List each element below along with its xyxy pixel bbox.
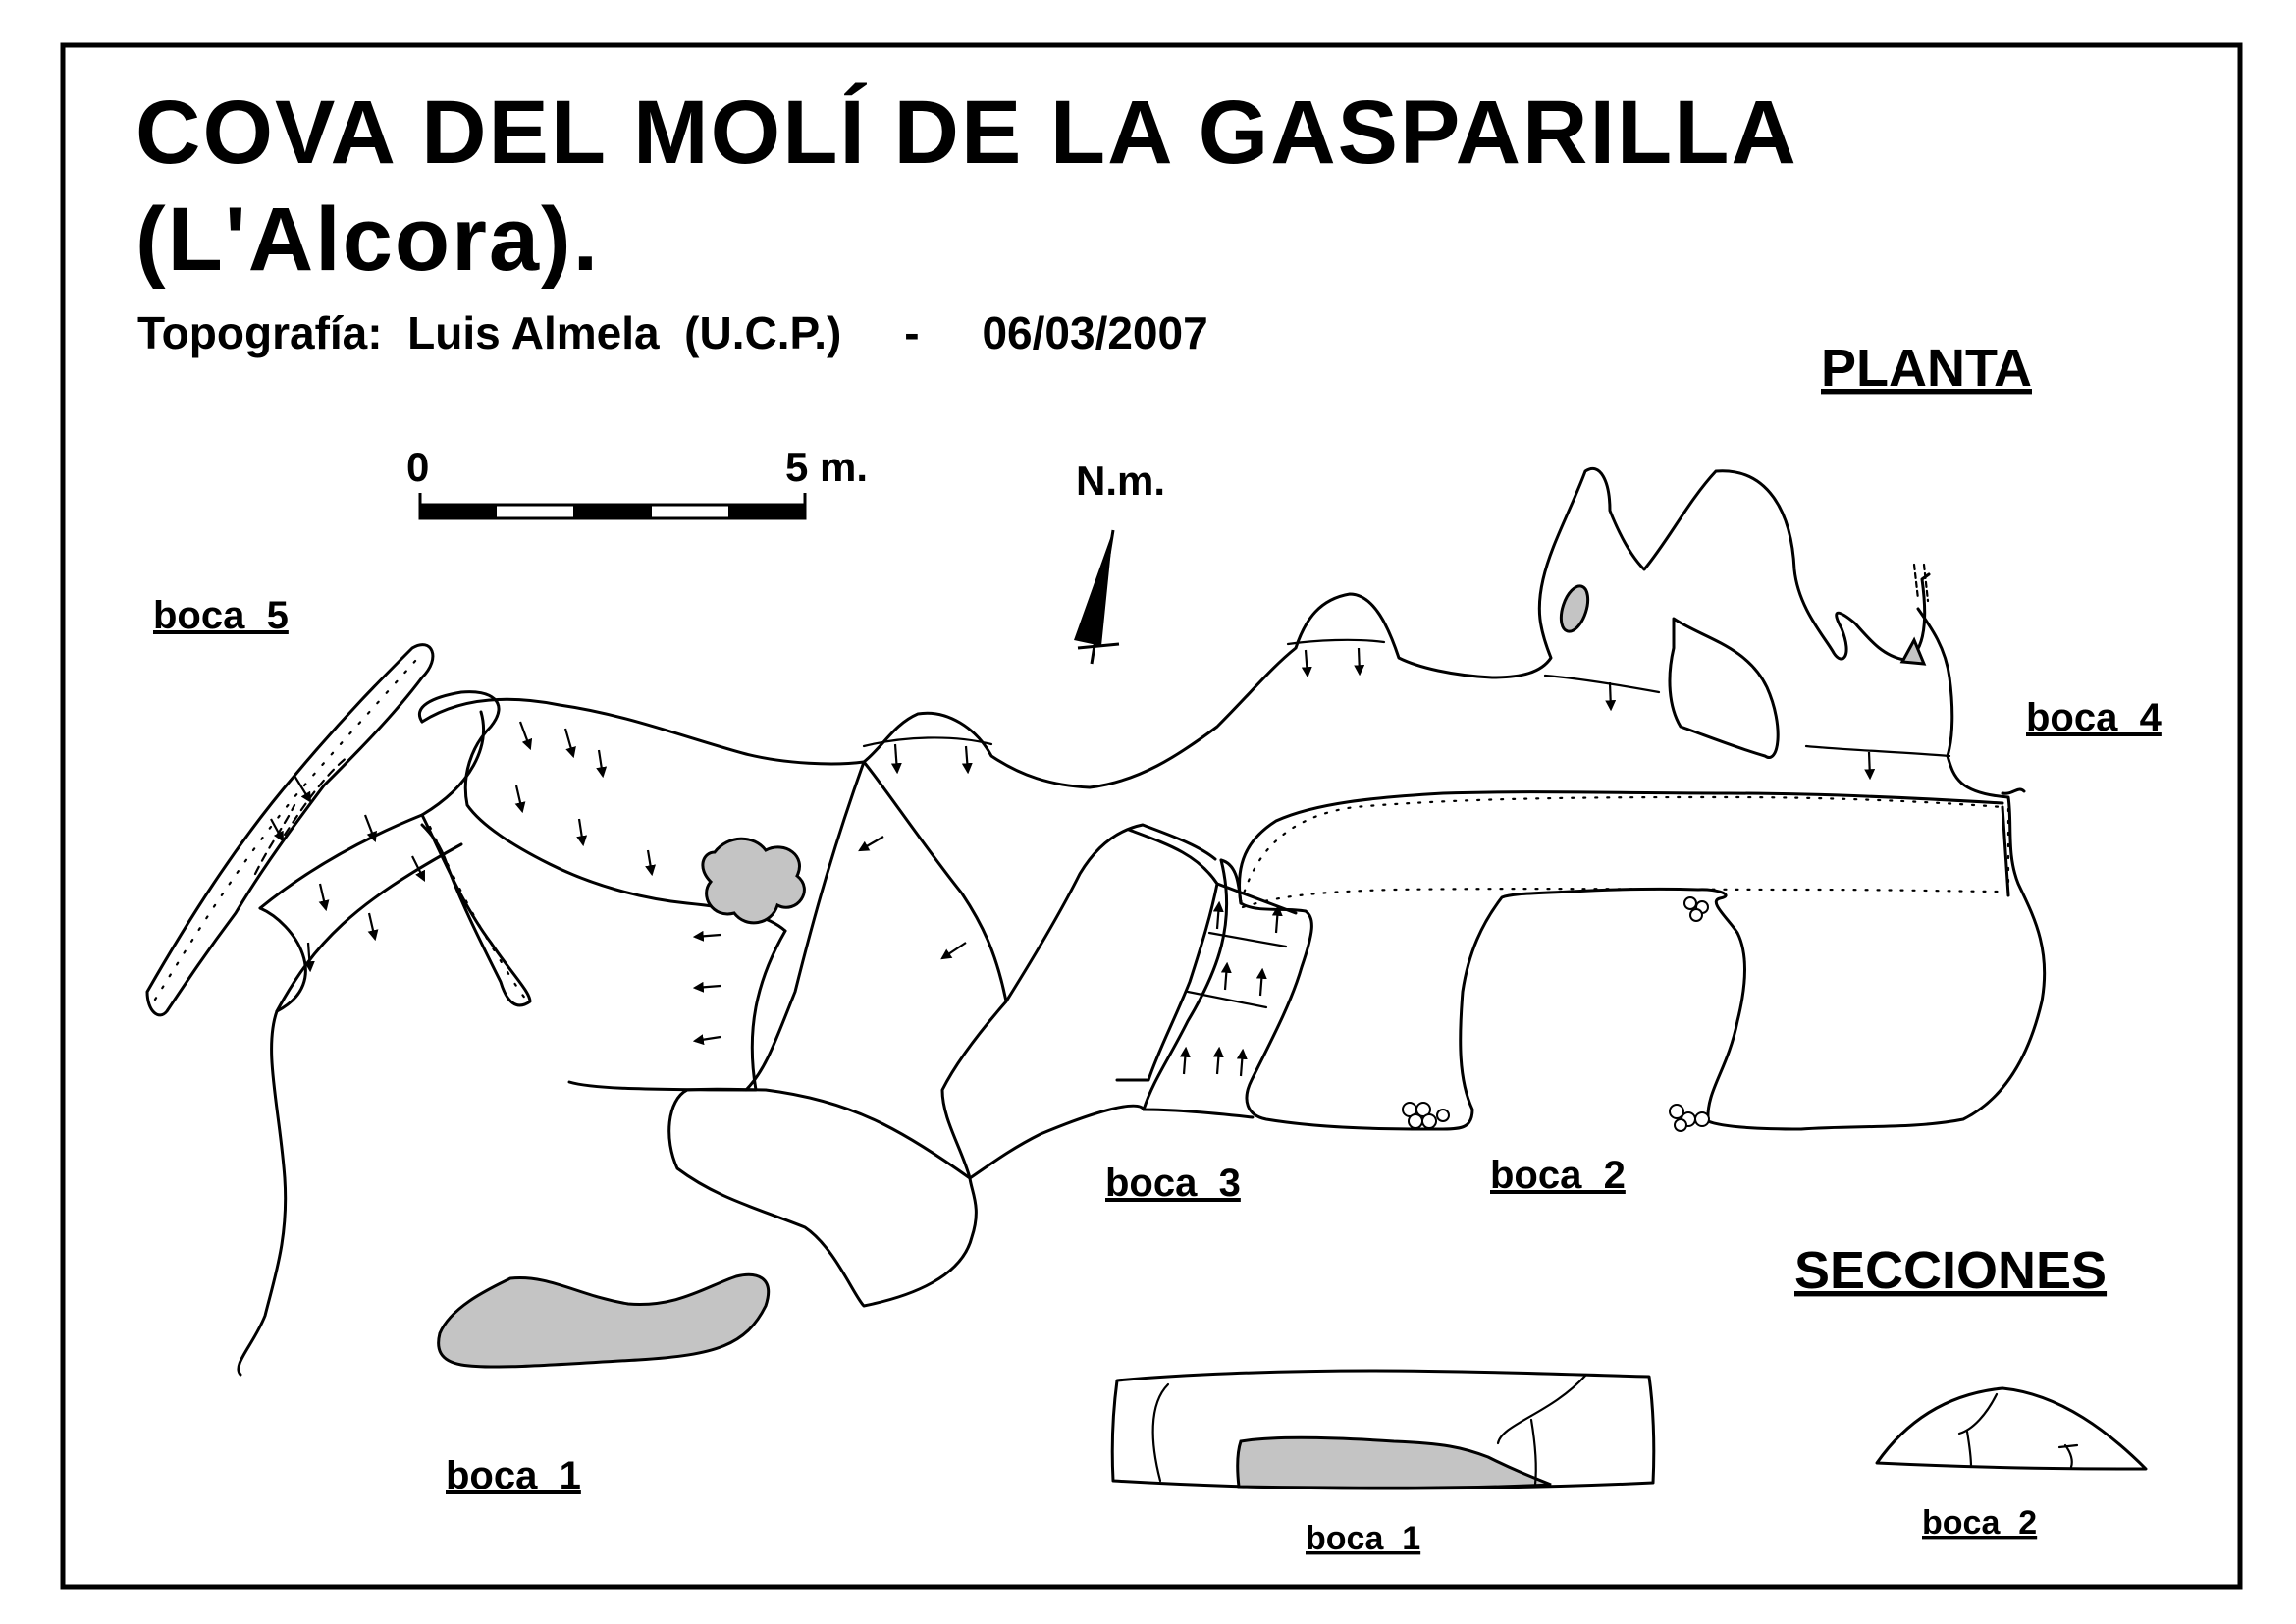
scale-start-label: 0 <box>406 444 429 490</box>
label-boca-5: boca 5 <box>153 594 289 637</box>
scale-bar: 0 5 m. <box>406 444 868 520</box>
map-frame <box>60 42 2243 1590</box>
label-boca-4: boca 4 <box>2026 696 2163 739</box>
map-title-location: (L'Alcora). <box>135 189 600 290</box>
north-label: N.m. <box>1076 458 1165 504</box>
section-label-boca-1: boca 1 <box>1306 1520 1420 1557</box>
label-boca-3: boca 3 <box>1105 1162 1241 1205</box>
label-boca-2: boca 2 <box>1490 1154 1626 1197</box>
section-label-boca-2: boca 2 <box>1922 1504 2037 1542</box>
survey-credit: Topografía: Luis Almela (U.C.P.) - 06/03… <box>137 307 1208 358</box>
rock-blocks <box>1402 896 1710 1132</box>
slope-arrows <box>270 647 1876 1077</box>
section-boca-1 <box>1110 1369 1656 1490</box>
label-boca-1: boca 1 <box>446 1454 581 1497</box>
cave-plan <box>145 467 2047 1377</box>
map-title: COVA DEL MOLÍ DE LA GASPARILLA <box>135 81 1798 183</box>
plan-heading: PLANTA <box>1821 339 2032 398</box>
scale-end-label: 5 m. <box>785 444 868 490</box>
sections-heading: SECCIONES <box>1794 1241 2107 1300</box>
north-arrow: N.m. <box>1074 458 1165 665</box>
section-boca-2 <box>1875 1386 2148 1471</box>
